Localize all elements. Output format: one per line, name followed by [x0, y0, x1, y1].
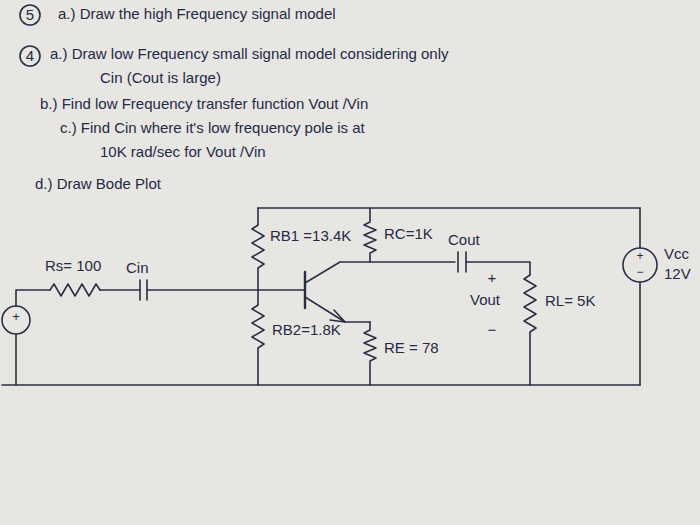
- number-circle: [20, 5, 40, 25]
- component-label: RB2=1.8K: [272, 322, 341, 339]
- question-text: a.) Draw the high Frequency signal model: [58, 6, 336, 23]
- resistor-symbol: [524, 275, 536, 385]
- resistor-symbol: [50, 284, 100, 296]
- polarity-sign: +: [636, 250, 643, 263]
- question-text: Cin (Cout is large): [100, 70, 221, 87]
- question-text: 10K rad/sec for Vout /Vin: [100, 144, 266, 161]
- resistor-symbol: [252, 290, 264, 385]
- wire: [466, 262, 530, 275]
- component-label: 12V: [664, 266, 691, 283]
- supply-rail: [258, 207, 640, 209]
- wire: [147, 289, 305, 291]
- polarity-sign: +: [12, 310, 20, 324]
- component-label: RB1 =13.4K: [270, 228, 351, 245]
- component-label: RC=1K: [384, 226, 433, 243]
- wire: [100, 289, 140, 291]
- question-text: b.) Find low Frequency transfer function…: [40, 96, 368, 113]
- number-circle: [20, 46, 40, 66]
- question-text: d.) Draw Bode Plot: [35, 176, 161, 193]
- capacitor-symbol: [458, 252, 466, 272]
- component-label: Cout: [448, 232, 480, 249]
- polarity-sign: +: [488, 270, 497, 287]
- resistor-symbol: [252, 208, 264, 290]
- ground-rail: [2, 384, 640, 386]
- transistor-symbol: [304, 272, 306, 308]
- wire: [639, 208, 641, 385]
- component-label: RE = 78: [384, 340, 439, 357]
- component-label: RL= 5K: [545, 293, 595, 310]
- wire: [305, 262, 455, 283]
- source-symbol: [2, 306, 30, 334]
- polarity-sign: −: [636, 266, 643, 279]
- component-label: Vcc: [664, 246, 689, 263]
- capacitor-symbol: [140, 280, 147, 300]
- polarity-sign: −: [488, 322, 497, 339]
- signal-name: Vout: [470, 292, 500, 309]
- question-text: c.) Find Cin where it's low frequency po…: [60, 120, 365, 137]
- wire: [15, 334, 17, 385]
- wire: [16, 290, 50, 306]
- emitter-arrow: [330, 310, 345, 322]
- callout-number: 4: [26, 48, 34, 65]
- voltage-source-symbol: [623, 248, 657, 282]
- resistor-symbol: [364, 208, 376, 262]
- wire: [305, 297, 370, 322]
- component-label: Rs= 100: [45, 258, 101, 275]
- question-text: a.) Draw low Frequency small signal mode…: [50, 46, 449, 63]
- callout-number: 5: [26, 7, 34, 24]
- resistor-symbol: [364, 322, 376, 385]
- component-label: Cin: [126, 260, 149, 277]
